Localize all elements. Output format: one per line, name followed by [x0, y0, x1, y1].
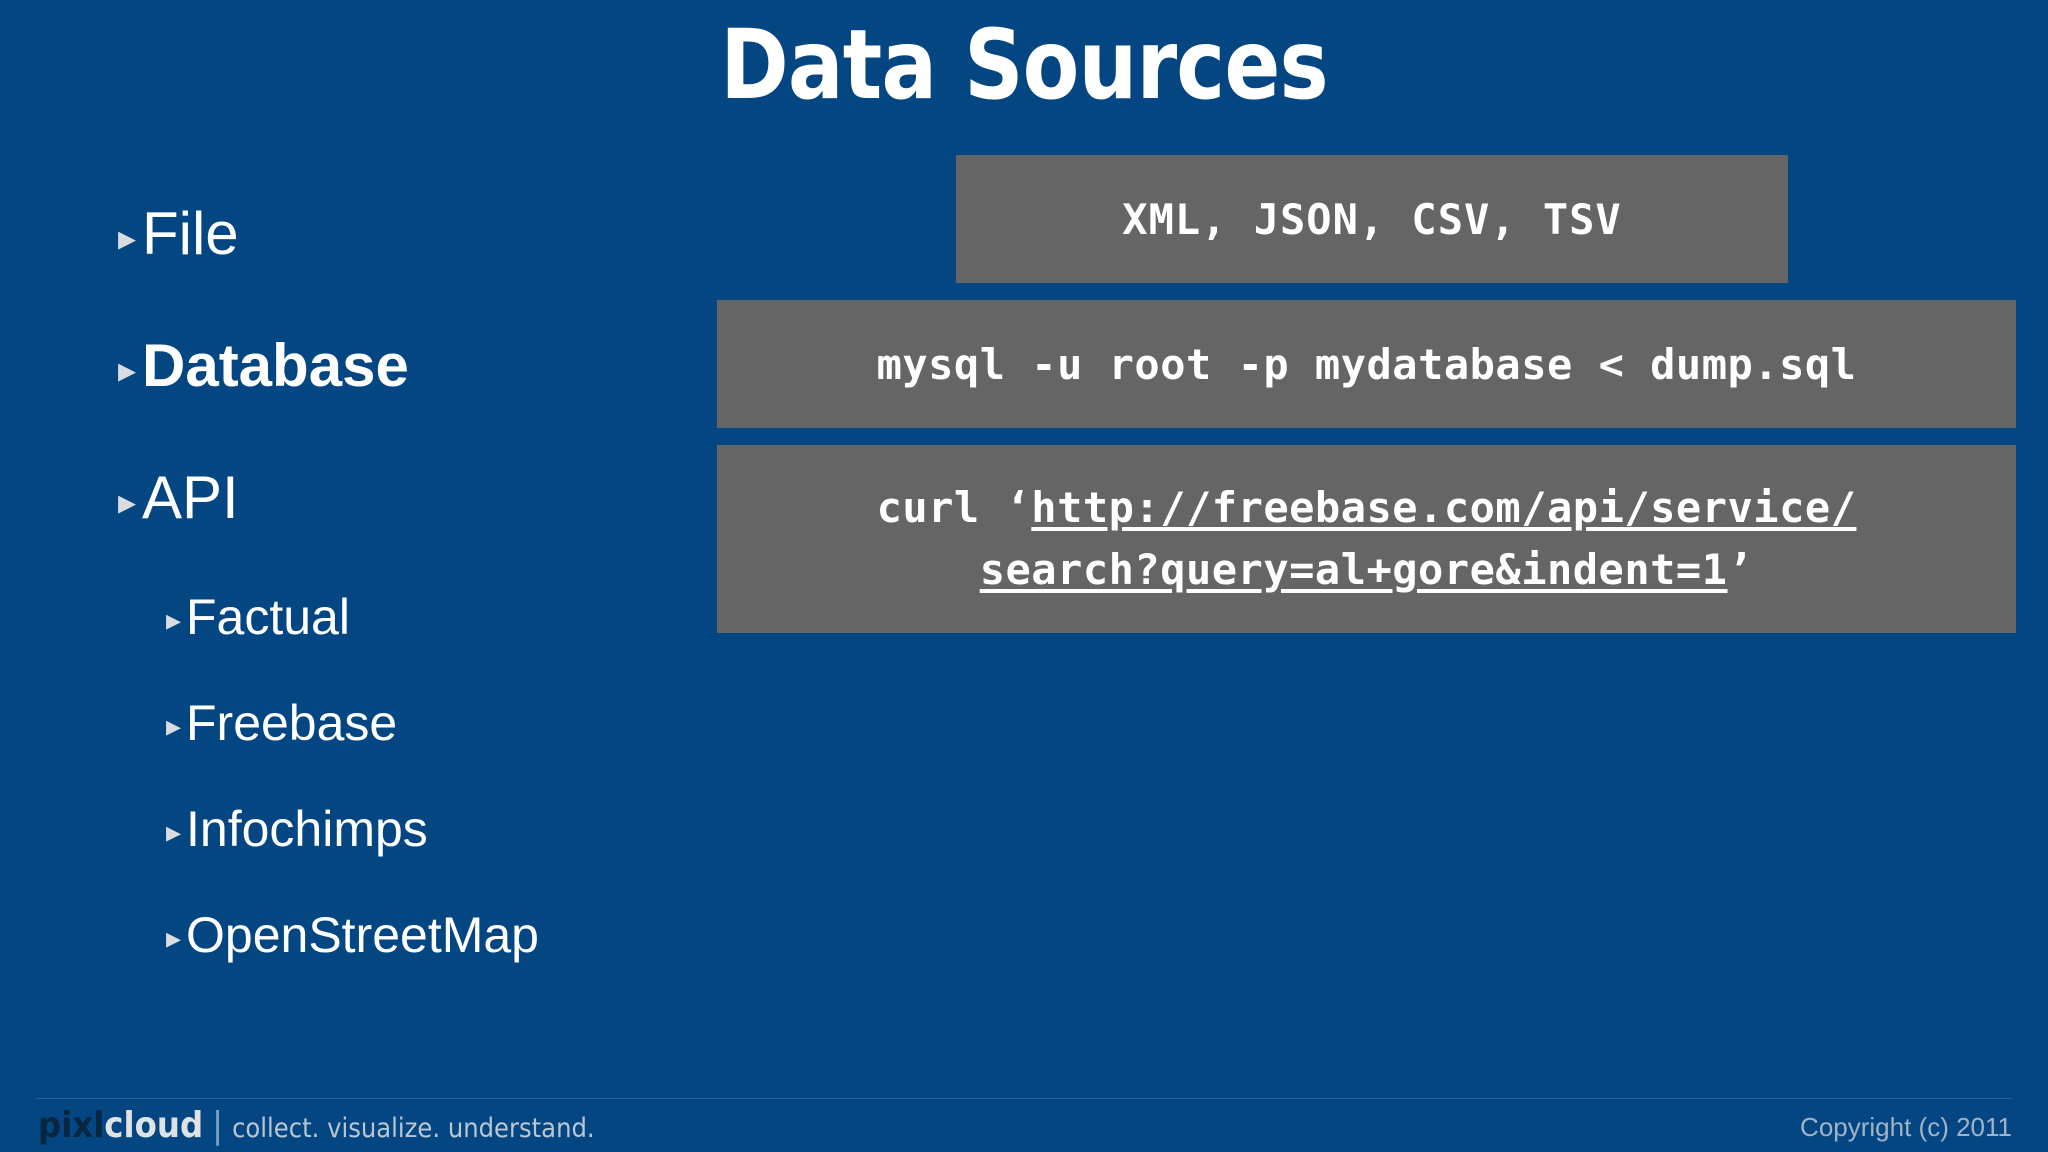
- bullet-item-database: ▸ Database: [118, 304, 778, 436]
- bullet-label: OpenStreetMap: [186, 907, 539, 963]
- brand-logo: pixlcloud| collect. visualize. understand…: [38, 1108, 595, 1147]
- bullet-label: Database: [142, 332, 409, 399]
- bullet-item-openstreetmap: ▸ OpenStreetMap: [166, 886, 778, 992]
- code-line-1: curl ‘http://freebase.com/api/service/: [735, 477, 1998, 539]
- bullet-label: API: [142, 464, 239, 531]
- code-box-database-command: mysql -u root -p mydatabase < dump.sql: [717, 300, 2016, 428]
- footer: pixlcloud| collect. visualize. understand…: [0, 1098, 2048, 1152]
- bullet-label: Freebase: [186, 695, 398, 751]
- code-text-prefix: curl ‘: [876, 483, 1032, 532]
- bullet-label: File: [142, 200, 239, 267]
- bullet-item-api: ▸ API: [118, 436, 778, 568]
- triangle-bullet-icon: ▸: [166, 710, 182, 743]
- bullet-label: Factual: [186, 589, 350, 645]
- bullet-item-freebase: ▸ Freebase: [166, 674, 778, 780]
- triangle-bullet-icon: ▸: [166, 604, 182, 637]
- triangle-bullet-icon: ▸: [118, 481, 137, 522]
- triangle-bullet-icon: ▸: [166, 922, 182, 955]
- triangle-bullet-icon: ▸: [118, 217, 137, 258]
- page-title: Data Sources: [720, 9, 1328, 121]
- copyright-text: Copyright (c) 2011: [1800, 1112, 2012, 1142]
- code-text-suffix: ’: [1727, 545, 1754, 594]
- triangle-bullet-icon: ▸: [166, 816, 182, 849]
- bullet-label: Infochimps: [186, 801, 428, 857]
- code-box-api-command: curl ‘http://freebase.com/api/service/ s…: [717, 445, 2016, 633]
- code-box-file-formats: XML, JSON, CSV, TSV: [956, 155, 1788, 283]
- code-text: mysql -u root -p mydatabase < dump.sql: [876, 339, 1857, 389]
- brand-separator: |: [212, 1105, 224, 1146]
- brand-tagline: collect. visualize. understand.: [232, 1113, 595, 1144]
- code-url-line-1[interactable]: http://freebase.com/api/service/: [1031, 483, 1857, 532]
- bullet-item-file: ▸ File: [118, 172, 778, 304]
- code-line-2: search?query=al+gore&indent=1’: [735, 539, 1998, 601]
- bullet-item-factual: ▸ Factual: [166, 568, 778, 674]
- triangle-bullet-icon: ▸: [118, 349, 137, 390]
- bullet-item-infochimps: ▸ Infochimps: [166, 780, 778, 886]
- code-text: XML, JSON, CSV, TSV: [1122, 194, 1622, 244]
- footer-divider: [36, 1098, 2012, 1099]
- bullet-list: ▸ File ▸ Database ▸ API ▸ Factual ▸ Free…: [118, 172, 778, 992]
- brand-name-dark: pixl: [38, 1105, 105, 1146]
- brand-name-light: cloud: [104, 1105, 204, 1146]
- code-url-line-2[interactable]: search?query=al+gore&indent=1: [979, 545, 1728, 594]
